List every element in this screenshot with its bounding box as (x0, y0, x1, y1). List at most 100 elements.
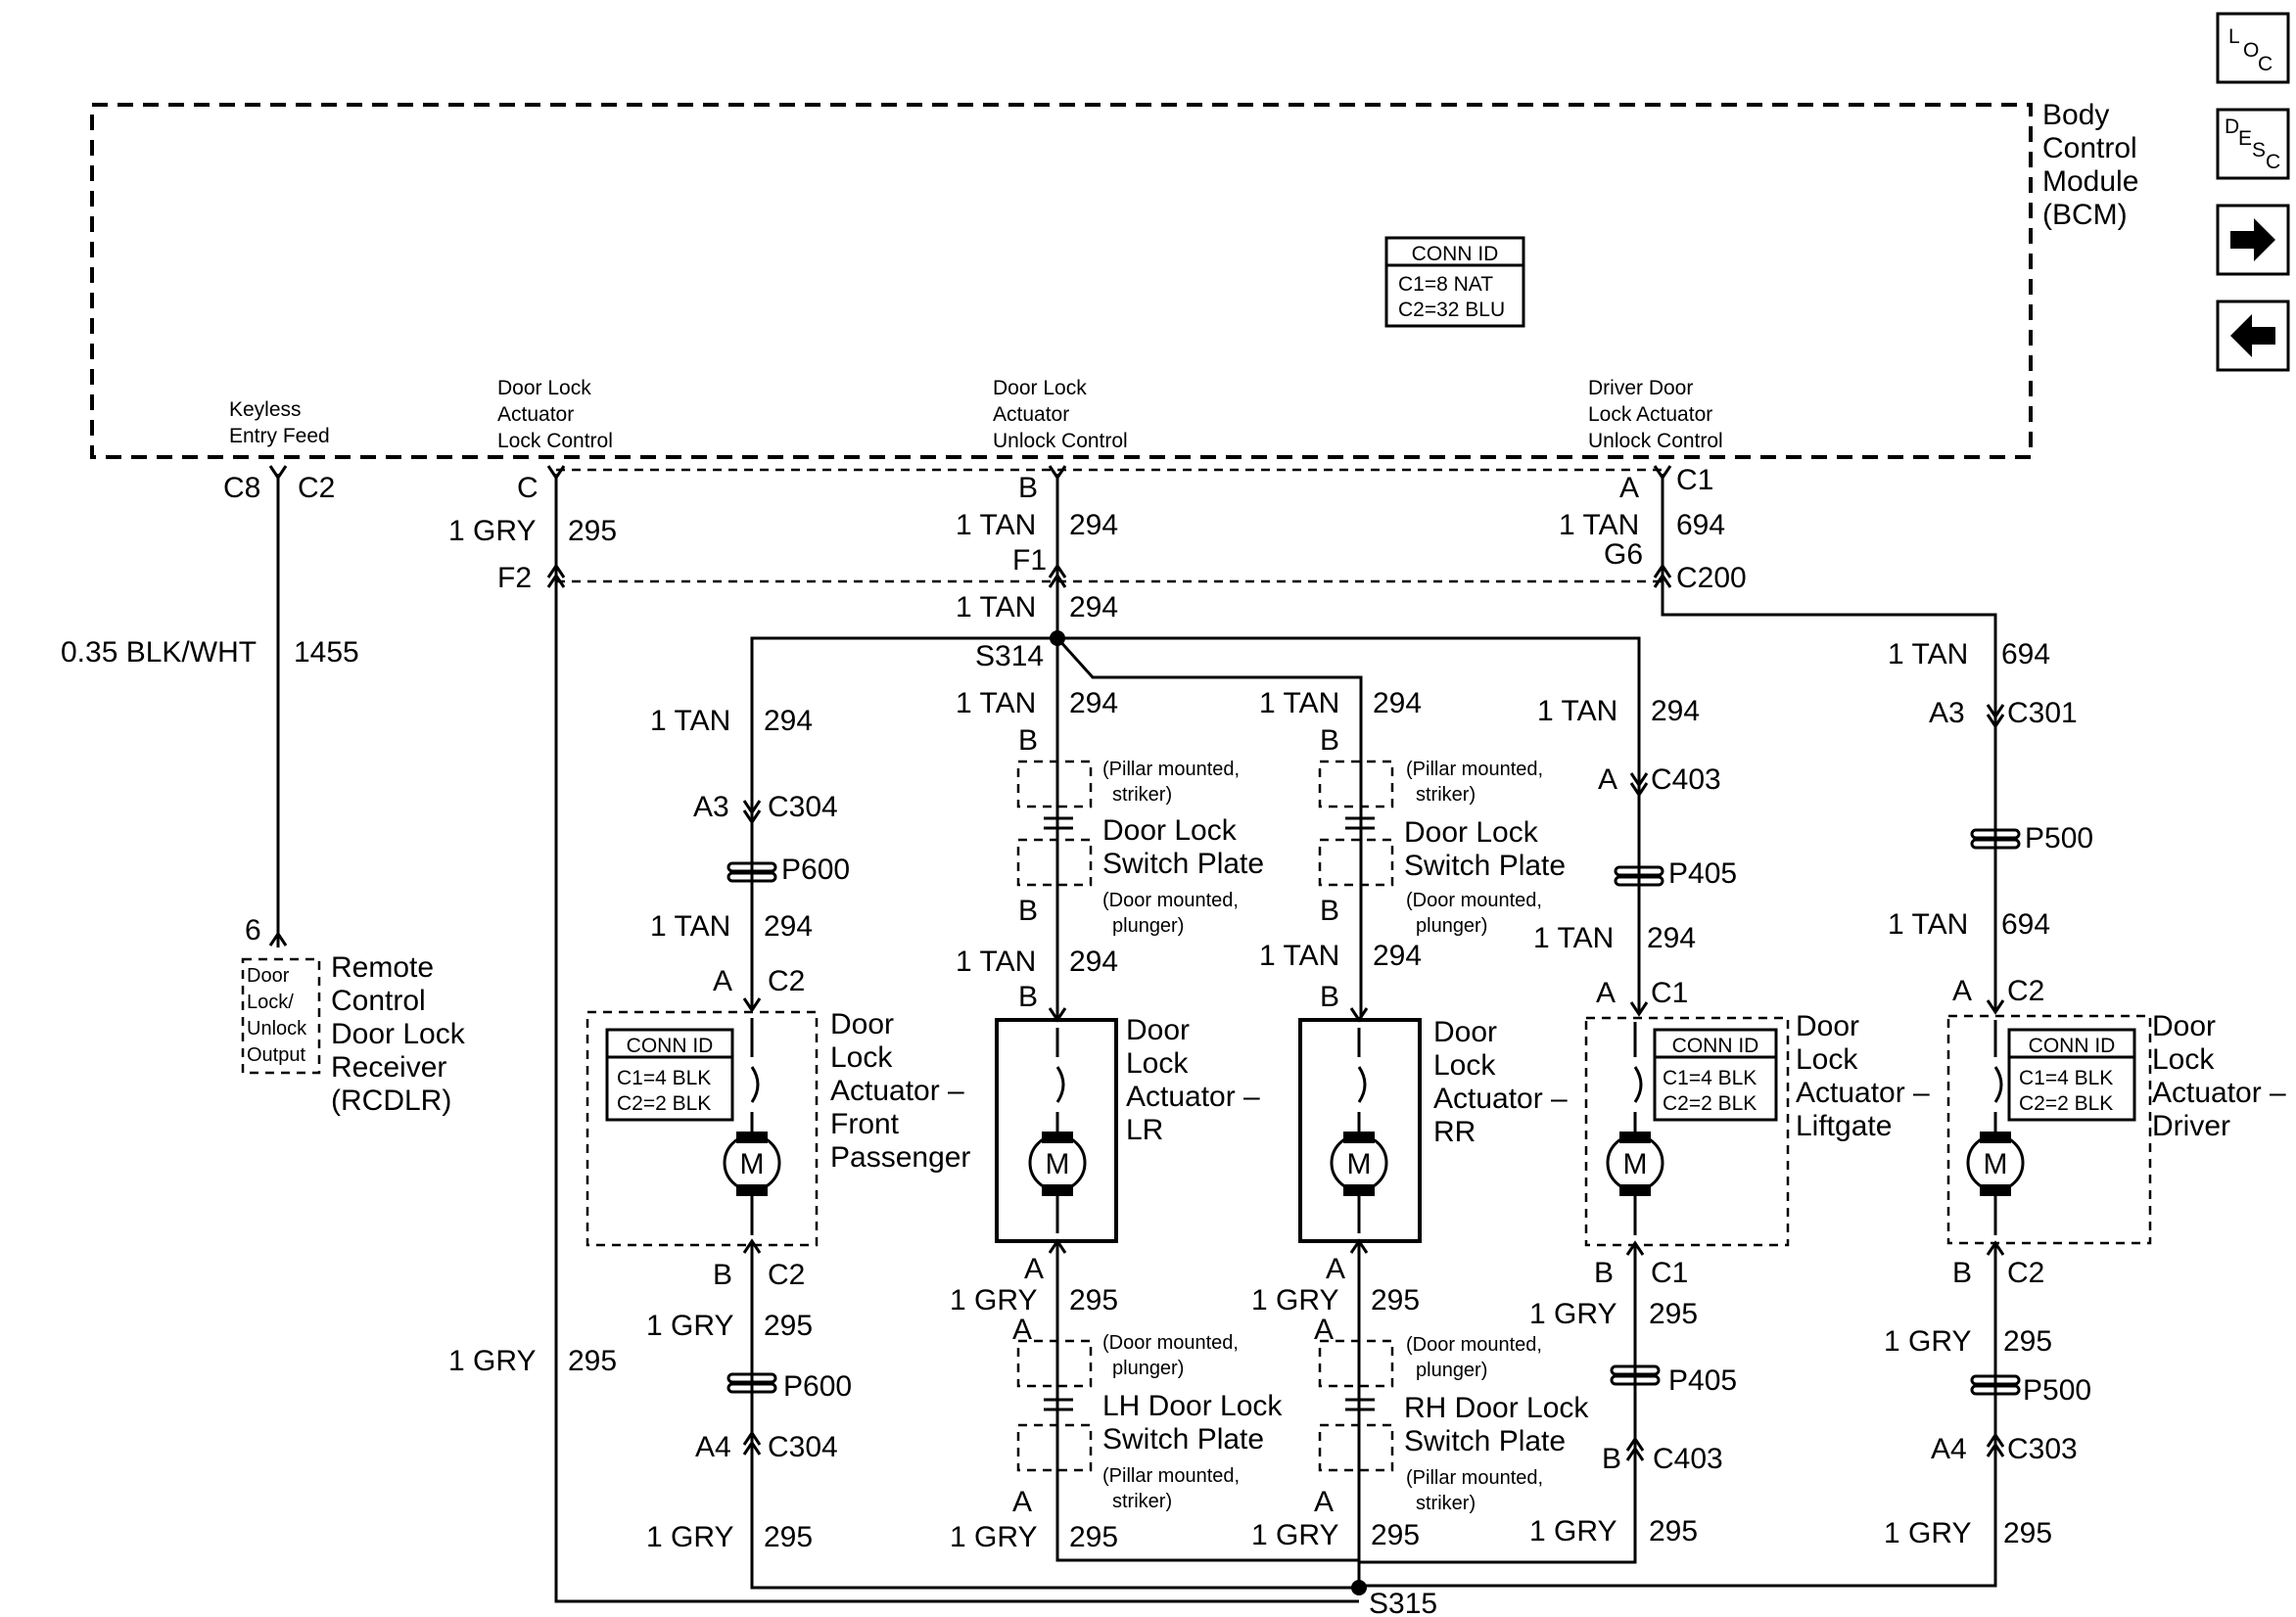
label-a4: A4 (1931, 1433, 1967, 1465)
bcm-name-line: Body (2042, 99, 2109, 131)
conn-id-title: CONN ID (627, 1035, 714, 1057)
rcdlr-inner-line: Output (247, 1044, 305, 1066)
label-c304: C304 (768, 791, 838, 823)
label-c403: C403 (1653, 1443, 1723, 1475)
switch-plate-lh: (Door mounted, plunger) LH Door Lock Swi… (1016, 1332, 1283, 1512)
switch-note-line: plunger) (1112, 915, 1184, 937)
label-wire-color: 1 TAN (956, 946, 1036, 978)
pin-label-line: Door Lock (993, 377, 1087, 399)
switch-note-line: (Pillar mounted, (1102, 759, 1240, 780)
label-pin-b: B (1320, 895, 1339, 927)
label-wire-number: 295 (2003, 1325, 2052, 1358)
label-wire-number: 295 (1069, 1521, 1118, 1553)
switch-title-line: Door Lock (1404, 816, 1539, 849)
switch-note-line: striker) (1416, 784, 1476, 806)
loc-button[interactable]: L O C (2216, 12, 2290, 84)
label-pin-a: A (1619, 472, 1639, 504)
rcdlr-output-box (241, 957, 321, 1075)
actuator-name-line: Lock (2152, 1043, 2215, 1076)
pin-label-line: Door Lock (497, 377, 591, 399)
label-wire-number: 295 (1371, 1519, 1420, 1551)
label-wire-color: 1 GRY (1884, 1517, 1972, 1549)
rcdlr-name-line: Control (331, 985, 426, 1017)
back-button[interactable] (2216, 300, 2290, 372)
rcdlr-inner: Door Lock/ Unlock Output (247, 965, 307, 1066)
label-wire-color: 1 TAN (1537, 695, 1617, 727)
label-c2: C2 (2007, 1257, 2044, 1289)
label-wire-number: 294 (1651, 695, 1700, 727)
label-wire-color: 1 TAN (650, 705, 730, 737)
label-c1: C1 (1651, 1257, 1688, 1289)
label-wire-number: 294 (1373, 687, 1422, 719)
label-pin-b: B (1018, 981, 1038, 1013)
switch-note-line: plunger) (1112, 1358, 1184, 1379)
pin-label-line: Actuator (497, 403, 574, 426)
actuator-name-line: Lock (1796, 1043, 1858, 1076)
switch-title-line: Switch Plate (1404, 1425, 1566, 1457)
switch-note-line: (Door mounted, (1406, 1334, 1542, 1356)
label-c1: C1 (1676, 464, 1713, 496)
rcdlr-name: Remote Control Door Lock Receiver (RCDLR… (331, 951, 466, 1117)
conn-id-line: C2=2 BLK (617, 1092, 711, 1115)
label-c2: C2 (298, 472, 335, 504)
switch-note-line: plunger) (1416, 1360, 1487, 1381)
rcdlr-inner-line: Door (247, 965, 290, 987)
label-pin-b: B (1602, 1443, 1621, 1475)
switch-plate-rh: (Door mounted, plunger) RH Door Lock Swi… (1318, 1334, 1589, 1514)
bcm-name-line: Module (2042, 165, 2138, 198)
label-pin-a: A (1952, 975, 1972, 1007)
wire-295-lg (1359, 1245, 1637, 1564)
label-wire-color: 1 TAN (956, 687, 1036, 719)
label-a3: A3 (693, 791, 729, 823)
label-wire-color: 1 GRY (448, 1345, 537, 1377)
label-s315: S315 (1369, 1588, 1437, 1617)
switch-note-line: striker) (1112, 784, 1172, 806)
label-c8: C8 (223, 472, 260, 504)
label-wire-color: 1 TAN (1888, 638, 1968, 670)
actuator-name-line: Actuator – (1433, 1083, 1568, 1115)
actuator-name-line: LR (1126, 1114, 1163, 1146)
actuator-name-line: Front (830, 1108, 900, 1140)
label-wire-number: 294 (1069, 687, 1118, 719)
label-wire-color: 1 GRY (646, 1521, 734, 1553)
switch-note-line: (Pillar mounted, (1102, 1465, 1240, 1487)
pin-label-driver-unlock: Driver Door Lock Actuator Unlock Control (1588, 377, 1723, 452)
label-pin-a: A (713, 965, 732, 997)
conn-id-title: CONN ID (1412, 243, 1499, 265)
label-wire-color: 1 GRY (1251, 1284, 1339, 1317)
actuator-lr: M Door Lock Actuator – LR (995, 1014, 1260, 1243)
label-wire-number: 295 (1371, 1284, 1420, 1317)
label-c304: C304 (768, 1431, 838, 1463)
pin-label-lock-control: Door Lock Actuator Lock Control (497, 377, 613, 452)
label-wire-number: 295 (1649, 1515, 1698, 1548)
desc-button[interactable]: D E S C (2216, 108, 2290, 180)
label-g6: G6 (1604, 538, 1643, 571)
desc-letter-d: D (2225, 116, 2239, 138)
label-wire-number: 295 (764, 1521, 813, 1553)
motor-label: M (1046, 1148, 1070, 1180)
label-a3: A3 (1929, 697, 1965, 729)
switch-note-line: plunger) (1416, 915, 1487, 937)
inline-connectors (726, 828, 2021, 1396)
label-wire-number: 294 (1373, 940, 1422, 972)
label-c2: C2 (768, 1259, 805, 1291)
forward-button[interactable] (2216, 204, 2290, 276)
label-c2: C2 (2007, 975, 2044, 1007)
label-pin-c: C (517, 472, 539, 504)
conn-id-line: C1=8 NAT (1398, 273, 1493, 296)
label-pin-a: A (1314, 1314, 1334, 1346)
pin-label-line: Actuator (993, 403, 1069, 426)
actuator-name-line: Liftgate (1796, 1110, 1892, 1142)
label-wire-color: 1 GRY (1251, 1519, 1339, 1551)
rcdlr-name-line: Door Lock (331, 1018, 466, 1050)
label-pin-a: A (1596, 977, 1616, 1009)
actuator-name-line: Passenger (830, 1141, 970, 1174)
rcdlr-inner-line: Unlock (247, 1018, 307, 1040)
label-wire-color: 1 TAN (1533, 922, 1614, 954)
motor-label: M (740, 1148, 765, 1180)
desc-letter-c: C (2266, 151, 2280, 173)
label-pin-a: A (1326, 1253, 1345, 1285)
label-pin-a: A (1012, 1486, 1032, 1518)
label-wire-number: 294 (1069, 946, 1118, 978)
actuator-name-line: Lock (1126, 1047, 1189, 1080)
